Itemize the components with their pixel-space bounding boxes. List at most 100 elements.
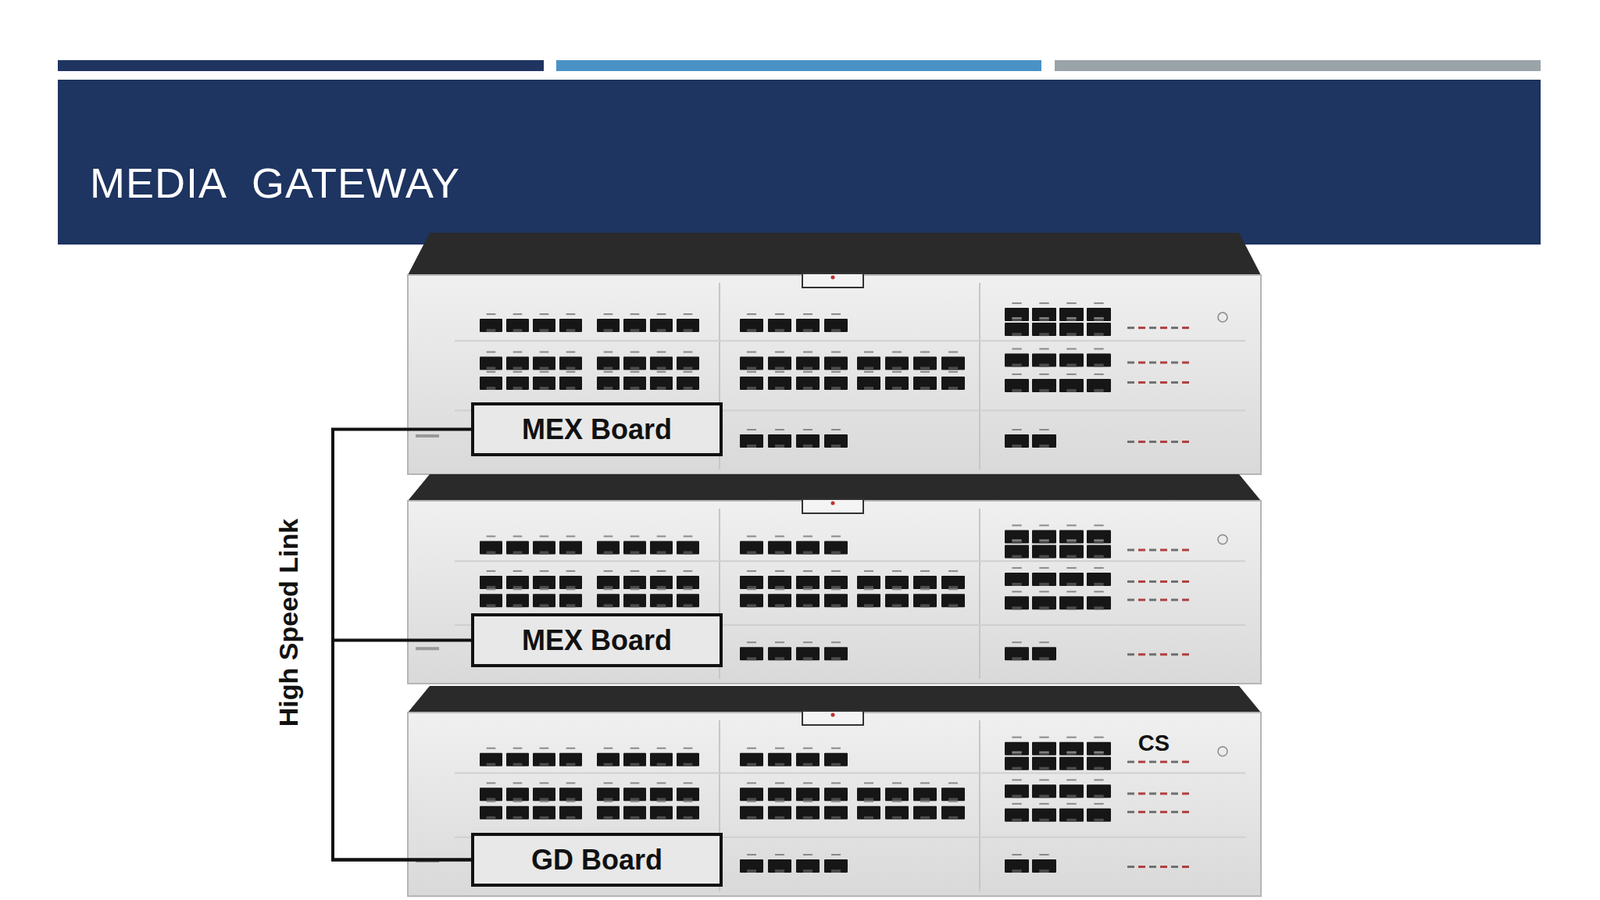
port-marking — [864, 800, 874, 803]
port-notch — [513, 763, 523, 767]
port-marking — [683, 782, 693, 784]
rj45-port — [676, 357, 700, 371]
rj45-port — [739, 787, 764, 801]
port-notch — [513, 386, 523, 390]
rj45-port — [532, 593, 556, 608]
port-notch — [683, 816, 693, 820]
port-notch — [1039, 869, 1049, 873]
rj45-port — [857, 806, 881, 820]
port-marking — [746, 782, 757, 784]
port-notch — [831, 797, 841, 801]
rj45-port — [676, 540, 700, 554]
rj45-port — [623, 806, 647, 820]
port-notch — [513, 367, 523, 371]
rj45-port — [941, 357, 965, 371]
rj45-port — [1004, 596, 1029, 610]
rj45-port — [559, 753, 583, 767]
port-marking — [1011, 302, 1022, 304]
port-marking — [920, 588, 930, 590]
rj45-port — [479, 753, 503, 767]
port-marking — [1011, 751, 1022, 754]
status-led — [1171, 326, 1179, 329]
port-marking — [1011, 428, 1022, 431]
port-notch — [803, 816, 813, 820]
port-marking — [513, 588, 523, 590]
port-notch — [1011, 332, 1022, 336]
rj45-port — [941, 806, 965, 820]
rj45-port — [885, 575, 909, 590]
rj45-port — [796, 434, 820, 448]
port-marking — [948, 782, 958, 784]
status-led — [1160, 598, 1168, 601]
port-notch — [657, 603, 667, 608]
port-marking — [864, 782, 874, 784]
port-marking — [513, 570, 523, 572]
port-notch — [1039, 332, 1049, 336]
logo-dot — [831, 275, 836, 280]
status-led — [1160, 440, 1168, 443]
rj45-port — [796, 753, 820, 767]
status-led — [1160, 810, 1168, 814]
port-notch — [683, 797, 693, 801]
title-band — [57, 79, 1541, 245]
port-marking — [831, 313, 841, 315]
rj45-port — [1059, 596, 1084, 610]
rj45-port — [1004, 378, 1029, 393]
port-marking — [920, 570, 930, 572]
port-marking — [1066, 751, 1076, 754]
rj45-port — [1004, 859, 1029, 873]
port-marking — [657, 570, 667, 572]
port-marking — [630, 800, 640, 803]
port-marking — [603, 570, 614, 572]
rj45-port — [824, 357, 848, 371]
port-notch — [513, 797, 523, 801]
port-marking — [775, 428, 785, 431]
rj45-port — [506, 787, 529, 801]
port-notch — [775, 816, 785, 820]
port-marking — [630, 313, 640, 315]
rj45-port — [767, 376, 792, 390]
status-led — [1127, 653, 1135, 656]
port-marking — [892, 782, 902, 784]
rj45-port — [1086, 307, 1111, 322]
port-marking — [831, 535, 841, 537]
rj45-port — [1032, 572, 1057, 586]
rj45-port — [1059, 378, 1084, 393]
port-marking — [831, 588, 841, 590]
status-led — [1149, 598, 1157, 601]
status-led — [1149, 326, 1157, 329]
rj45-port — [532, 357, 556, 371]
port-notch — [657, 367, 667, 371]
port-marking — [630, 782, 640, 784]
port-notch — [486, 386, 497, 390]
rj45-port — [506, 376, 529, 390]
port-marking — [513, 351, 523, 354]
port-notch — [1066, 767, 1076, 771]
port-marking — [683, 800, 693, 803]
port-marking — [746, 747, 757, 750]
port-marking — [1093, 524, 1104, 526]
status-led — [1171, 548, 1179, 551]
port-notch — [1093, 554, 1104, 558]
port-marking — [566, 313, 576, 315]
port-notch — [775, 869, 785, 873]
status-led — [1171, 598, 1179, 601]
status-led — [1138, 361, 1146, 365]
rj45-port — [913, 806, 937, 820]
port-marking — [1093, 736, 1104, 739]
port-notch — [1011, 818, 1022, 822]
status-led — [1182, 361, 1190, 365]
port-notch — [775, 367, 785, 371]
link-label: High Speed Link — [274, 518, 304, 727]
port-marking — [1066, 539, 1076, 541]
port-marking — [539, 588, 550, 590]
port-marking — [486, 535, 497, 537]
port-marking — [486, 351, 497, 354]
rj45-port — [739, 376, 764, 390]
port-notch — [486, 367, 497, 371]
port-notch — [746, 816, 757, 820]
rj45-port — [1032, 808, 1057, 822]
port-marking — [948, 800, 958, 803]
port-marking — [539, 800, 550, 803]
